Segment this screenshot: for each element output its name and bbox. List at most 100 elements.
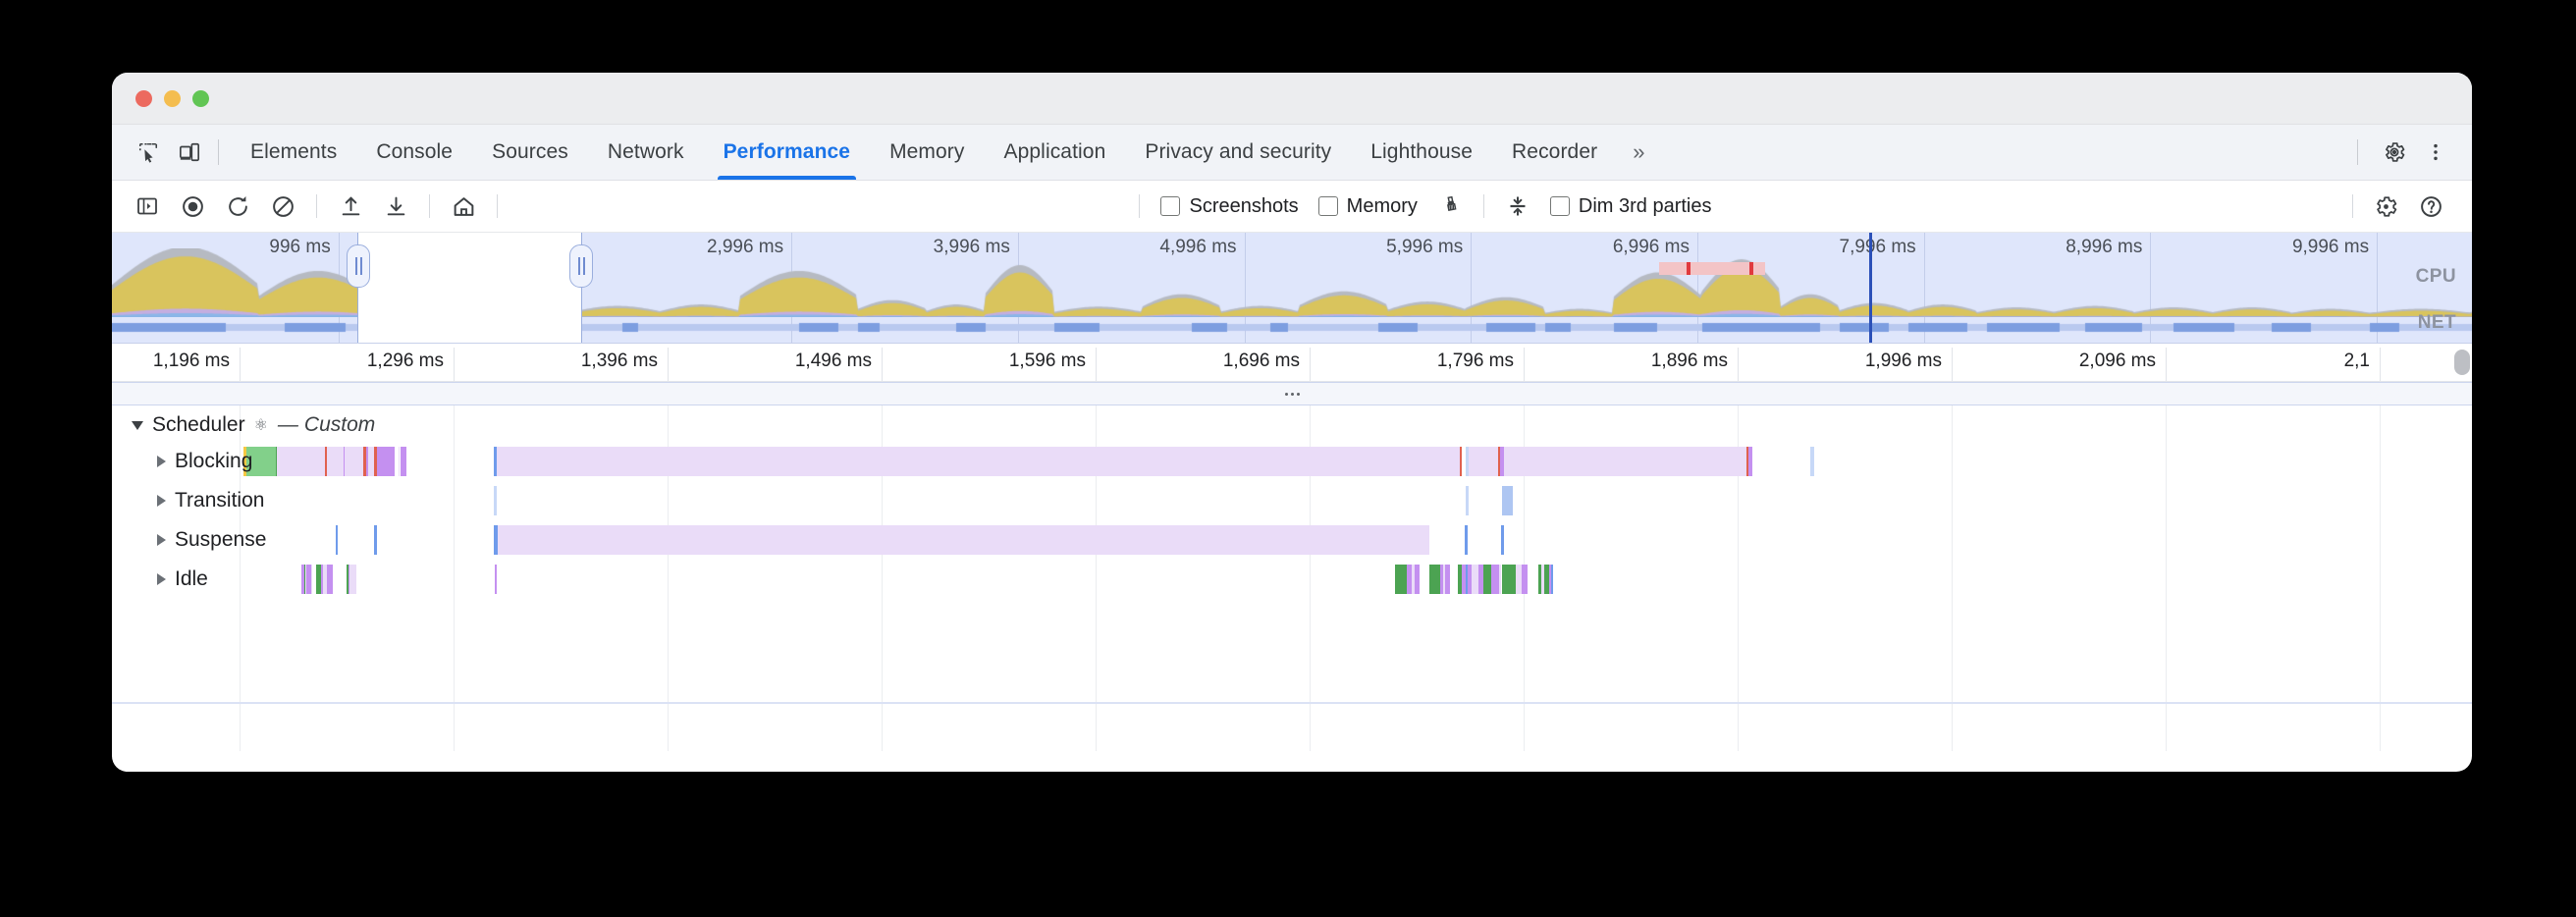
flamechart-event-bar[interactable] <box>327 447 344 476</box>
tab-elements[interactable]: Elements <box>231 125 356 180</box>
flamechart-event-bar[interactable] <box>345 447 363 476</box>
tab-recorder[interactable]: Recorder <box>1492 125 1617 180</box>
screenshots-checkbox[interactable]: Screenshots <box>1160 195 1298 218</box>
dim-3rd-parties-checkbox[interactable]: Dim 3rd parties <box>1550 195 1712 218</box>
track-expand-triangle-icon[interactable] <box>157 456 166 467</box>
flamechart-event-bar[interactable] <box>1460 447 1463 476</box>
settings-gear-icon[interactable] <box>2378 135 2411 169</box>
flamechart-event-bar[interactable] <box>1522 565 1529 594</box>
flamechart-event-bar[interactable] <box>377 447 396 476</box>
track-expand-triangle-icon[interactable] <box>157 495 166 507</box>
flamechart-event-bar[interactable] <box>1502 486 1513 515</box>
flamechart-event-bar[interactable] <box>401 447 407 476</box>
group-title: Scheduler <box>152 413 245 437</box>
flamechart-event-bar[interactable] <box>1483 565 1492 594</box>
flamechart-event-bar[interactable] <box>1551 565 1553 594</box>
vertical-scrollbar-thumb[interactable] <box>2454 350 2470 375</box>
flamechart-track-row-suspense[interactable]: Suspense <box>112 520 2472 560</box>
shrink-flamechart-button[interactable] <box>1500 189 1535 224</box>
tab-application[interactable]: Application <box>985 125 1126 180</box>
track-expand-triangle-icon[interactable] <box>157 534 166 546</box>
flamechart-event-bar[interactable] <box>495 565 497 594</box>
overview-selection-window[interactable] <box>357 233 582 343</box>
more-options-icon[interactable] <box>2419 135 2452 169</box>
dim-3rd-parties-checkbox-box[interactable] <box>1550 196 1570 216</box>
flamechart-event-bar[interactable] <box>1472 565 1478 594</box>
flamechart-event-bar[interactable] <box>1491 565 1499 594</box>
flamechart-event-bar[interactable] <box>311 565 313 594</box>
timeline-overview[interactable]: 996 ms1,996 ms2,996 ms3,996 ms4,996 ms5,… <box>112 233 2472 344</box>
close-window-button[interactable] <box>135 90 152 107</box>
flamechart-track-row-transition[interactable]: Transition <box>112 481 2472 520</box>
device-toolbar-icon[interactable] <box>173 135 206 169</box>
group-collapse-triangle-icon[interactable] <box>132 421 143 430</box>
flamechart-event-bar[interactable] <box>498 525 1429 555</box>
toggle-sidebar-button[interactable] <box>130 189 165 224</box>
tab-privacy-and-security[interactable]: Privacy and security <box>1125 125 1351 180</box>
track-label-suspense[interactable]: Suspense <box>157 520 266 560</box>
controls-divider-3 <box>497 194 498 218</box>
flamechart-resize-handle[interactable] <box>112 382 2472 405</box>
download-profile-button[interactable] <box>378 189 413 224</box>
overview-window-left-handle[interactable] <box>347 244 370 288</box>
group-header-scheduler[interactable]: Scheduler ⚛ — Custom <box>132 405 375 445</box>
tab-network[interactable]: Network <box>588 125 704 180</box>
memory-checkbox[interactable]: Memory <box>1318 195 1418 218</box>
detail-tick-label: 2,1 <box>2344 351 2380 372</box>
more-tabs-chevron-icon[interactable]: » <box>1617 139 1660 165</box>
flamechart-event-bar[interactable] <box>327 565 334 594</box>
tab-console[interactable]: Console <box>356 125 472 180</box>
flamechart-event-bar[interactable] <box>497 447 1460 476</box>
flamechart-event-bar[interactable] <box>1429 565 1440 594</box>
overview-window-right-handle[interactable] <box>569 244 593 288</box>
react-atom-icon: ⚛ <box>254 415 268 435</box>
flamechart-event-bar[interactable] <box>1466 486 1469 515</box>
controls-divider-right <box>2352 194 2353 218</box>
track-label-blocking[interactable]: Blocking <box>157 442 252 481</box>
flamechart-event-bar[interactable] <box>1445 565 1449 594</box>
screenshots-checkbox-box[interactable] <box>1160 196 1180 216</box>
flamechart-event-bar[interactable] <box>1469 447 1497 476</box>
flamechart-event-bar[interactable] <box>336 525 338 555</box>
clear-recording-button[interactable] <box>265 189 300 224</box>
zoom-window-button[interactable] <box>192 90 209 107</box>
flamechart-event-bar[interactable] <box>1502 565 1516 594</box>
help-question-icon[interactable] <box>2414 189 2449 224</box>
flamechart-canvas-area[interactable]: Scheduler ⚛ — Custom Blocking Transition <box>112 405 2472 751</box>
flamechart-event-bar[interactable] <box>1415 565 1420 594</box>
reload-and-record-button[interactable] <box>220 189 255 224</box>
home-landing-page-button[interactable] <box>446 189 481 224</box>
flamechart-track-row-blocking[interactable]: Blocking <box>112 442 2472 481</box>
minimize-window-button[interactable] <box>164 90 181 107</box>
capture-settings-gear-icon[interactable] <box>2369 189 2404 224</box>
flamechart-event-bar[interactable] <box>277 447 325 476</box>
tab-performance[interactable]: Performance <box>704 125 871 180</box>
track-expand-triangle-icon[interactable] <box>157 573 166 585</box>
record-button[interactable] <box>175 189 210 224</box>
tab-memory[interactable]: Memory <box>870 125 984 180</box>
flamechart-event-bar[interactable] <box>1748 447 1752 476</box>
flamechart-event-bar[interactable] <box>1465 525 1468 555</box>
flamechart-event-bar[interactable] <box>1810 447 1814 476</box>
flamechart-group-header-row[interactable]: Scheduler ⚛ — Custom <box>112 405 2472 445</box>
track-label-idle[interactable]: Idle <box>157 560 208 599</box>
tab-sources[interactable]: Sources <box>472 125 588 180</box>
flamechart-event-bar[interactable] <box>1499 565 1501 594</box>
flamechart-track-row-idle[interactable]: Idle <box>112 560 2472 599</box>
detail-tick-label: 1,296 ms <box>367 351 454 372</box>
flamechart-event-bar[interactable] <box>1501 525 1504 555</box>
detail-tick-label: 2,096 ms <box>2079 351 2166 372</box>
tab-lighthouse[interactable]: Lighthouse <box>1351 125 1492 180</box>
flamechart-event-bar[interactable] <box>1395 565 1407 594</box>
flamechart-event-bar[interactable] <box>374 525 376 555</box>
track-label-transition[interactable]: Transition <box>157 481 264 520</box>
flamechart-event-bar[interactable] <box>494 486 497 515</box>
upload-profile-button[interactable] <box>333 189 368 224</box>
flamechart-event-bar[interactable] <box>1504 447 1746 476</box>
inspect-element-icon[interactable] <box>132 135 165 169</box>
detail-tick-label: 1,196 ms <box>153 351 240 372</box>
collect-garbage-button[interactable] <box>1432 189 1468 224</box>
detail-timeline-ruler[interactable]: 1,196 ms1,296 ms1,396 ms1,496 ms1,596 ms… <box>112 344 2472 382</box>
flamechart-event-bar[interactable] <box>349 565 356 594</box>
memory-checkbox-box[interactable] <box>1318 196 1338 216</box>
